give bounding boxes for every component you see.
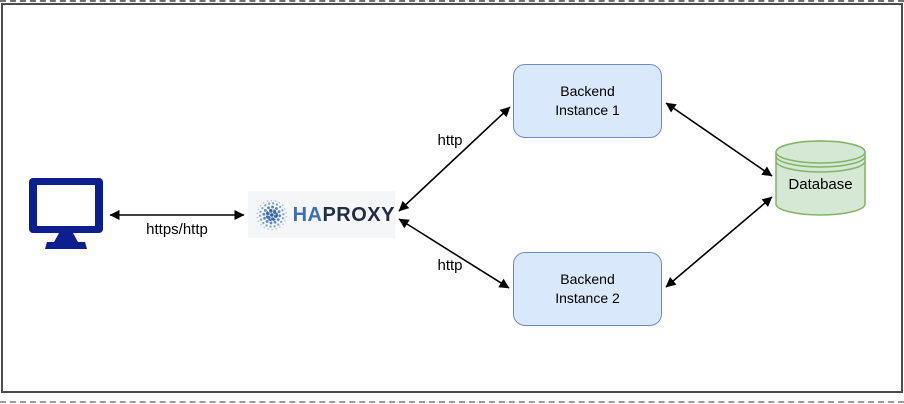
edge-backend2-database bbox=[665, 196, 773, 288]
database-cylinder-icon bbox=[775, 140, 866, 216]
backend2-label-line1: Backend bbox=[560, 271, 615, 287]
node-backend-instance-2: Backend Instance 2 bbox=[513, 252, 662, 326]
haproxy-sphere-logo bbox=[256, 199, 287, 230]
canvas-frame bbox=[1, 3, 903, 393]
page-boundary-dashed-top bbox=[0, 0, 904, 2]
edge-label-haproxy-backend1: http bbox=[437, 132, 463, 149]
page-boundary-dashed-bottom bbox=[0, 401, 904, 403]
backend1-label-line2: Instance 1 bbox=[555, 102, 620, 118]
monitor-icon bbox=[29, 178, 103, 249]
edge-label-haproxy-backend2: http bbox=[437, 257, 463, 274]
edge-haproxy-backend2 bbox=[398, 218, 510, 289]
edge-backend1-database bbox=[665, 102, 773, 177]
database-label: Database bbox=[788, 176, 853, 193]
backend2-label-line2: Instance 2 bbox=[555, 290, 620, 306]
haproxy-wordmark-proxy: PROXY bbox=[322, 203, 395, 226]
edge-label-client-haproxy: https/http bbox=[146, 221, 208, 238]
haproxy-wordmark-ha: HA bbox=[292, 203, 323, 226]
node-haproxy: HAPROXY bbox=[248, 191, 395, 238]
edge-haproxy-backend1 bbox=[398, 106, 511, 212]
haproxy-wordmark: HAPROXY bbox=[293, 205, 395, 225]
backend1-label-line1: Backend bbox=[560, 83, 615, 99]
node-backend-instance-1: Backend Instance 1 bbox=[513, 64, 662, 138]
